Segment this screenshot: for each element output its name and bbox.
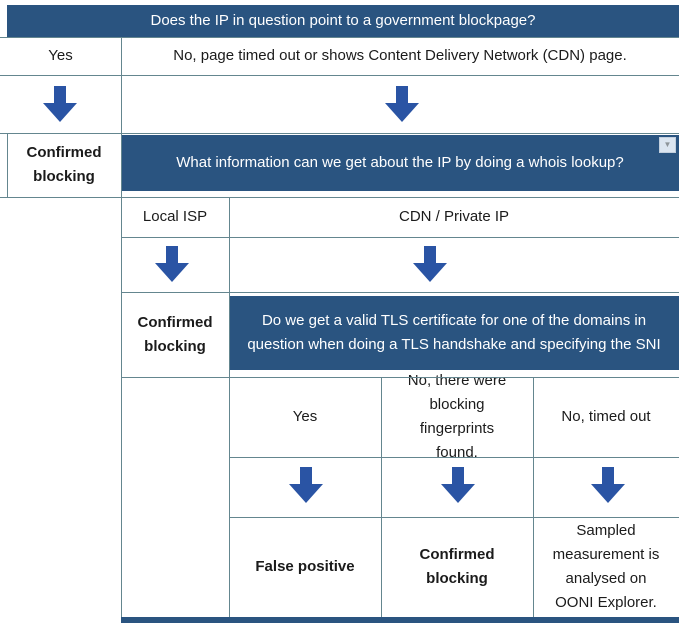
table-border (229, 457, 679, 458)
outcome-confirmed-blocking-1: Confirmed blocking (26, 144, 102, 185)
question-header-tls: Do we get a valid TLS certificate for on… (229, 296, 679, 370)
chevron-down-icon: ▼ (663, 140, 672, 149)
table-border (7, 133, 8, 197)
table-border (121, 377, 679, 378)
outcome-confirmed-blocking-2: Confirmed blocking (137, 313, 213, 355)
answer-q3-no-fingerprints: No, there were blocking fingerprints fou… (407, 372, 507, 461)
answer-q3-yes: Yes (292, 408, 318, 425)
down-arrow-icon (288, 467, 324, 504)
down-arrow-icon (590, 467, 626, 504)
question-header-whois: What information can we get about the IP… (121, 135, 679, 191)
collapse-dropdown-button[interactable]: ▼ (659, 137, 676, 153)
table-border (0, 75, 679, 76)
table-border (0, 37, 679, 38)
down-arrow-icon (412, 246, 448, 283)
table-border (121, 37, 122, 623)
outcome-sampled-measurement: Sampled measurement is analysed on OONI … (552, 522, 660, 611)
table-border (533, 377, 534, 623)
next-question-header-cutoff (121, 617, 679, 623)
answer-q2-cdn: CDN / Private IP (398, 208, 510, 225)
table-border (121, 292, 679, 293)
down-arrow-icon (154, 246, 190, 283)
outcome-confirmed-blocking-3: Confirmed blocking (419, 546, 495, 587)
question-header-blockpage: Does the IP in question point to a gover… (7, 5, 679, 37)
answer-q3-no-timeout: No, timed out (561, 408, 651, 425)
answer-q1-yes: Yes (48, 47, 73, 64)
table-border (381, 377, 382, 623)
answer-q1-no: No, page timed out or shows Content Deli… (173, 47, 627, 64)
table-border (0, 197, 679, 198)
answer-q2-local-isp: Local ISP (142, 208, 208, 225)
outcome-false-positive: False positive (255, 558, 355, 575)
down-arrow-icon (440, 467, 476, 504)
table-border (121, 237, 679, 238)
table-border (0, 133, 679, 134)
table-border (229, 517, 679, 518)
down-arrow-icon (384, 86, 420, 123)
table-border (229, 197, 230, 623)
down-arrow-icon (42, 86, 78, 123)
